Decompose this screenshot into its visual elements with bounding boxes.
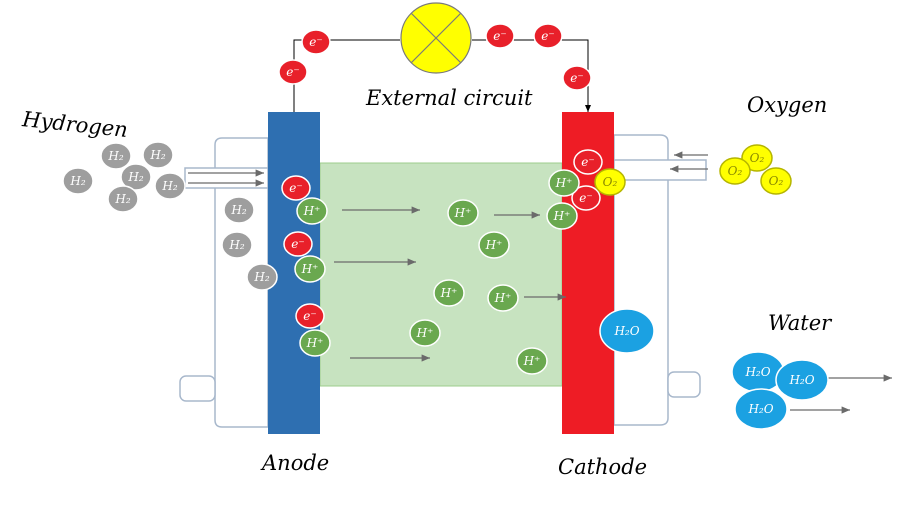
hydrogen-symbol: H₂ <box>114 192 130 206</box>
hydrogen-symbol: H₂ <box>253 270 269 284</box>
proton-symbol: H⁺ <box>440 286 458 300</box>
oxygen-particle: O₂ <box>719 157 751 185</box>
proton-symbol: H⁺ <box>494 291 512 305</box>
oxygen-symbol: O₂ <box>769 174 784 188</box>
water-particle: H₂O <box>775 359 829 401</box>
hydrogen-symbol: H₂ <box>69 174 85 188</box>
electrolyte <box>319 162 563 387</box>
electron-particle: e⁻ <box>278 59 308 85</box>
oxygen-particle: O₂ <box>741 144 773 172</box>
right-inlet-channel <box>613 159 707 181</box>
proton-symbol: H⁺ <box>523 354 541 368</box>
electron-symbol: e⁻ <box>570 71 583 85</box>
lamp-icon <box>400 2 472 74</box>
left-inlet-channel <box>184 167 269 189</box>
proton-particle: H⁺ <box>548 169 580 197</box>
hydrogen-symbol: H₂ <box>107 149 123 163</box>
electron-particle: e⁻ <box>573 149 603 175</box>
electron-symbol: e⁻ <box>286 65 299 79</box>
hydrogen-symbol: H₂ <box>228 238 244 252</box>
water-particle: H₂O <box>731 351 785 393</box>
hydrogen-particle: H₂ <box>120 163 152 191</box>
proton-symbol: H⁺ <box>485 238 503 252</box>
water-symbol: H₂O <box>744 365 770 379</box>
hydrogen-symbol: H₂ <box>127 170 143 184</box>
hydrogen-label: Hydrogen <box>20 107 129 142</box>
hydrogen-symbol: H₂ <box>149 148 165 162</box>
water-particle: H₂O <box>599 308 655 354</box>
hydrogen-particle: H₂ <box>142 141 174 169</box>
hydrogen-particle: H₂ <box>246 263 278 291</box>
hydrogen-symbol: H₂ <box>230 203 246 217</box>
oxygen-symbol: O₂ <box>750 151 765 165</box>
electron-symbol: e⁻ <box>291 237 304 251</box>
proton-particle: H⁺ <box>478 231 510 259</box>
electron-symbol: e⁻ <box>303 309 316 323</box>
right-outlet-port <box>667 371 701 398</box>
proton-particle: H⁺ <box>294 255 326 283</box>
electron-particle: e⁻ <box>295 303 325 329</box>
electron-particle: e⁻ <box>485 23 515 49</box>
electron-symbol: e⁻ <box>309 35 322 49</box>
proton-particle: H⁺ <box>516 347 548 375</box>
proton-symbol: H⁺ <box>454 206 472 220</box>
electron-symbol: e⁻ <box>541 29 554 43</box>
water-particle: H₂O <box>734 388 788 430</box>
hydrogen-particle: H₂ <box>107 185 139 213</box>
proton-particle: H⁺ <box>487 284 519 312</box>
hydrogen-particle: H₂ <box>100 142 132 170</box>
proton-particle: H⁺ <box>296 197 328 225</box>
water-label: Water <box>768 311 833 335</box>
hydrogen-symbol: H₂ <box>161 179 177 193</box>
proton-symbol: H⁺ <box>306 336 324 350</box>
water-symbol: H₂O <box>747 402 773 416</box>
hydrogen-particle: H₂ <box>154 172 186 200</box>
proton-particle: H⁺ <box>409 319 441 347</box>
oxygen-particle: O₂ <box>760 167 792 195</box>
electron-particle: e⁻ <box>571 185 601 211</box>
proton-particle: H⁺ <box>447 199 479 227</box>
proton-particle: H⁺ <box>433 279 465 307</box>
water-symbol: H₂O <box>613 324 639 338</box>
electron-particle: e⁻ <box>281 175 311 201</box>
external-circuit-label: External circuit <box>365 86 533 110</box>
proton-symbol: H⁺ <box>303 204 321 218</box>
electron-symbol: e⁻ <box>289 181 302 195</box>
proton-symbol: H⁺ <box>555 176 573 190</box>
electron-particle: e⁻ <box>283 231 313 257</box>
anode-label: Anode <box>260 451 329 475</box>
water-symbol: H₂O <box>788 373 814 387</box>
oxygen-label: Oxygen <box>747 93 827 117</box>
particles: e⁻e⁻e⁻e⁻e⁻e⁻e⁻e⁻e⁻e⁻H⁺H⁺H⁺H⁺H⁺H⁺H⁺H⁺H⁺H⁺… <box>62 23 829 430</box>
hydrogen-particle: H₂ <box>221 231 253 259</box>
proton-symbol: H⁺ <box>553 209 571 223</box>
left-outlet-port <box>179 375 216 402</box>
oxygen-particle: O₂ <box>594 168 626 196</box>
electron-particle: e⁻ <box>562 65 592 91</box>
electron-particle: e⁻ <box>533 23 563 49</box>
electron-symbol: e⁻ <box>493 29 506 43</box>
cathode-label: Cathode <box>558 455 647 479</box>
hydrogen-particle: H₂ <box>223 196 255 224</box>
electron-symbol: e⁻ <box>579 191 592 205</box>
oxygen-symbol: O₂ <box>603 175 618 189</box>
proton-symbol: H⁺ <box>416 326 434 340</box>
hydrogen-particle: H₂ <box>62 167 94 195</box>
oxygen-symbol: O₂ <box>728 164 743 178</box>
electron-symbol: e⁻ <box>581 155 594 169</box>
electron-particle: e⁻ <box>301 29 331 55</box>
proton-particle: H⁺ <box>546 202 578 230</box>
proton-symbol: H⁺ <box>301 262 319 276</box>
proton-particle: H⁺ <box>299 329 331 357</box>
